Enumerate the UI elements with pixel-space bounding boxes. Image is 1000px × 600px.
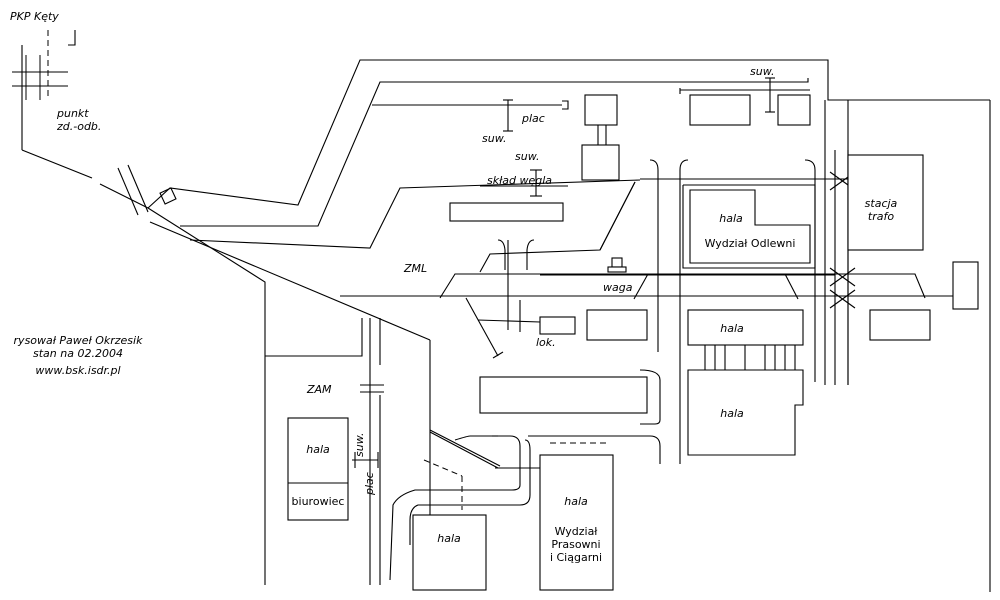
building-hala-mid <box>687 309 804 346</box>
building-top-box-2 <box>581 144 620 181</box>
label-stacja: stacja <box>865 197 898 210</box>
zam-siding <box>352 318 384 585</box>
label-hala-mid: hala <box>720 322 744 335</box>
building-stacja-trafo <box>847 154 924 251</box>
upper-track-fan <box>147 59 849 385</box>
building-wydzial-prasowni <box>539 454 614 591</box>
label-date: stan na 02.2004 <box>33 347 123 360</box>
label-hala-prasowni: hala <box>564 495 588 508</box>
label-zam: ZAM <box>306 383 332 396</box>
building-mid-long <box>479 376 648 414</box>
building-lok <box>539 316 576 335</box>
label-hala-zam: hala <box>306 443 330 456</box>
label-suw-topright: suw. <box>750 65 775 78</box>
label-punkt: punkt <box>56 107 89 120</box>
waga-icon <box>611 257 623 268</box>
building-top-box-1 <box>584 94 618 126</box>
label-waga: waga <box>603 281 633 294</box>
label-zml: ZML <box>403 262 427 275</box>
label-biurowiec: biurowiec <box>292 495 345 508</box>
label-lok: lok. <box>536 336 556 349</box>
building-mid-1 <box>586 309 648 341</box>
label-author: rysował Paweł Okrzesik <box>14 334 144 347</box>
building-east-end <box>952 261 979 310</box>
label-hala-big: hala <box>720 407 744 420</box>
label-i-ciagarni: i Ciągarni <box>550 551 602 564</box>
building-hala-big <box>687 369 804 456</box>
label-suw-zam: suw. <box>353 433 366 458</box>
building-zam-hala <box>287 417 349 521</box>
label-wydzial: Wydział <box>555 525 599 538</box>
label-plac-top: plac <box>521 112 545 125</box>
building-wydzial-odlewni <box>689 189 811 264</box>
mainline-tracks <box>12 30 177 216</box>
lower-tracks <box>389 369 661 581</box>
labels: PKP Kęty punkt zd.-odb. plac suw. suw. s… <box>10 10 898 564</box>
building-top-right-2 <box>777 94 811 126</box>
label-sklad-wegla: skład węgla <box>487 174 552 187</box>
label-hala-bottom: hala <box>437 532 461 545</box>
label-zd-odb: zd.-odb. <box>56 120 101 133</box>
label-hala-odlewni: hala <box>719 212 743 225</box>
label-suw-top: suw. <box>482 132 507 145</box>
label-pkp-kety: PKP Kęty <box>10 10 59 23</box>
building-hala-bottom <box>412 514 487 591</box>
building-top-right-1 <box>689 94 751 126</box>
building-trafo-side <box>869 309 931 341</box>
label-site: www.bsk.isdr.pl <box>35 364 120 377</box>
label-prasowni: Prasowni <box>551 538 600 551</box>
label-wydzial-odlewni: Wydział Odlewni <box>705 237 796 250</box>
building-coal <box>449 202 564 222</box>
label-trafo: trafo <box>868 210 894 223</box>
label-suw-mid: suw. <box>515 150 540 163</box>
label-plac-zam: plac <box>363 472 376 496</box>
buildings <box>265 94 979 591</box>
